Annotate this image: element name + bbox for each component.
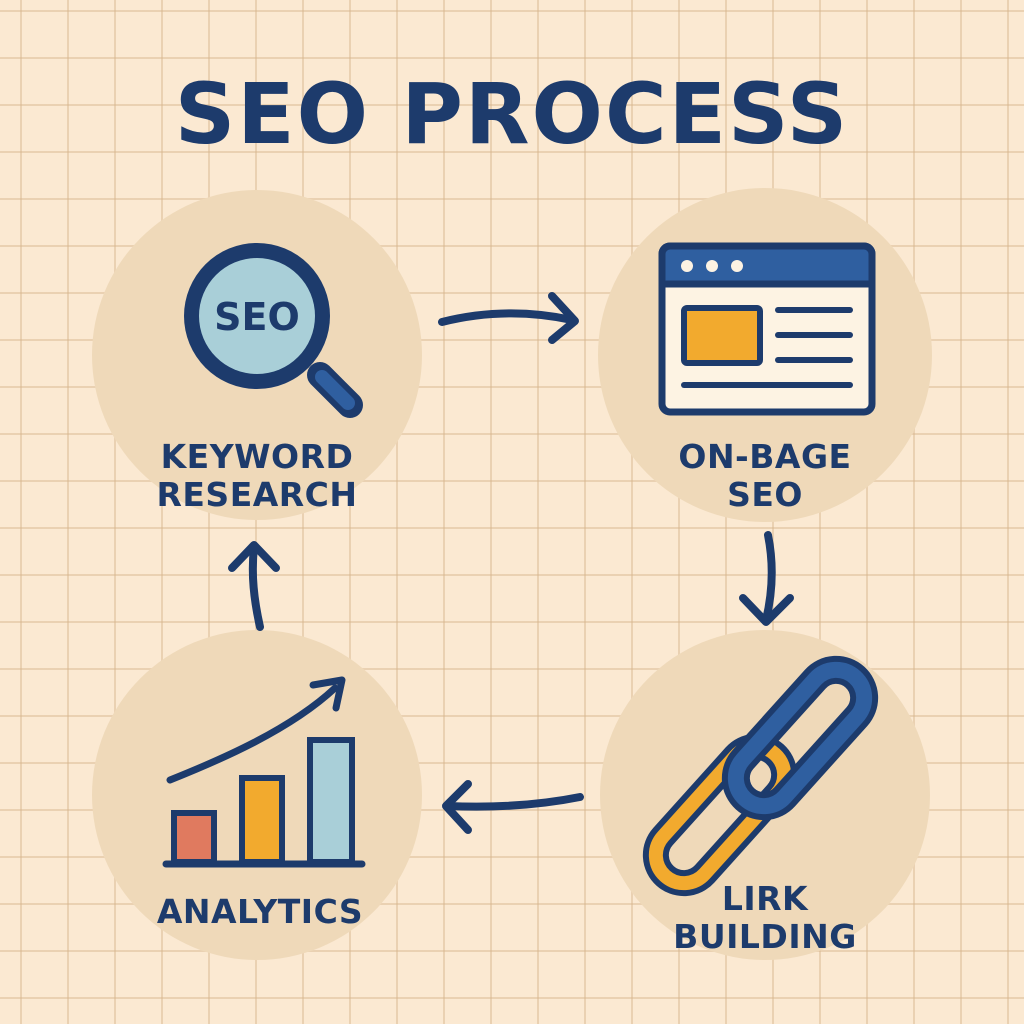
step-label-link-building: LIRK BUILDING — [620, 880, 910, 956]
magnifier-seo-icon: SEO — [184, 243, 363, 418]
step-label-line: ANALYTICS — [156, 892, 364, 931]
step-label-line: LIRK — [721, 879, 809, 918]
step-label-keyword-research: KEYWORD RESEARCH — [107, 438, 407, 514]
arrow-analytics-to-keyword — [228, 541, 280, 631]
step-label-line: RESEARCH — [156, 475, 358, 514]
arrow-onpage-to-link — [739, 531, 794, 626]
chain-link-icon — [642, 655, 879, 897]
magnifier-seo-text: SEO — [214, 295, 300, 339]
arrow-link-to-analytics — [442, 780, 584, 834]
arrow-keyword-to-onpage — [438, 292, 579, 344]
step-label-line: BUILDING — [673, 917, 857, 956]
step-label-on-page-seo: ON-BAGE SEO — [620, 438, 910, 514]
step-label-line: KEYWORD — [160, 437, 354, 476]
diagram-title: SEO PROCESS — [174, 65, 850, 163]
bar-chart-trend-icon — [162, 676, 366, 868]
step-label-line: SEO — [727, 475, 803, 514]
step-label-line: ON-BAGE — [678, 437, 852, 476]
browser-window-icon — [658, 242, 876, 416]
step-label-analytics: ANALYTICS — [110, 893, 410, 931]
